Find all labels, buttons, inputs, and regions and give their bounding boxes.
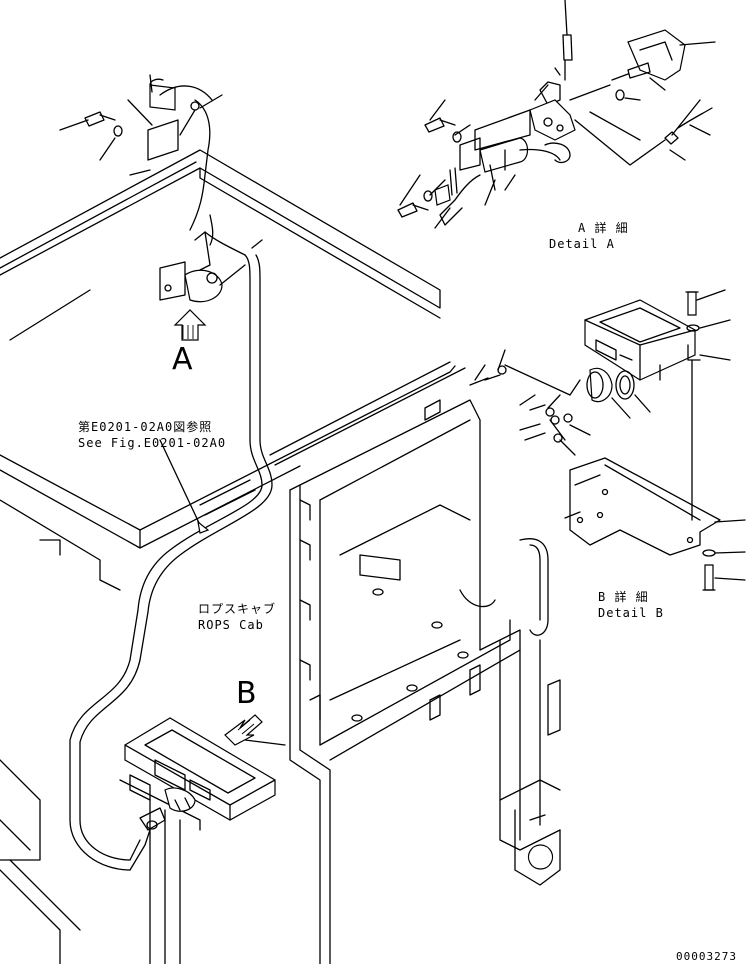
cab-main-frame bbox=[0, 399, 561, 964]
detail-a-title-en: Detail A bbox=[549, 237, 615, 251]
detail-b-title-en: Detail B bbox=[598, 606, 664, 620]
controller-unit bbox=[119, 717, 276, 831]
rops-cab-label-en: ROPS Cab bbox=[198, 618, 264, 632]
detail-a-title-jp: A 詳 細 bbox=[578, 221, 629, 235]
rops-cab-label-jp: ロプスキャブ bbox=[198, 602, 277, 616]
view-b-label: B bbox=[236, 676, 257, 711]
see-fig-reference-en: See Fig.E0201-02A0 bbox=[78, 436, 227, 450]
view-a-label: A bbox=[172, 342, 193, 377]
cab-roof-frame bbox=[0, 149, 466, 591]
view-arrow-a bbox=[173, 309, 207, 341]
view-arrow-b bbox=[224, 714, 263, 746]
detail-b-parts bbox=[469, 289, 746, 591]
drawing-number: 00003273 bbox=[676, 950, 737, 963]
see-fig-reference-jp: 第E0201-02A0図参照 bbox=[78, 420, 213, 434]
detail-a-parts bbox=[397, 0, 716, 229]
detail-b-title-jp: B 詳 細 bbox=[598, 590, 649, 604]
antenna-cable bbox=[69, 99, 273, 871]
antenna-mount bbox=[59, 74, 263, 303]
